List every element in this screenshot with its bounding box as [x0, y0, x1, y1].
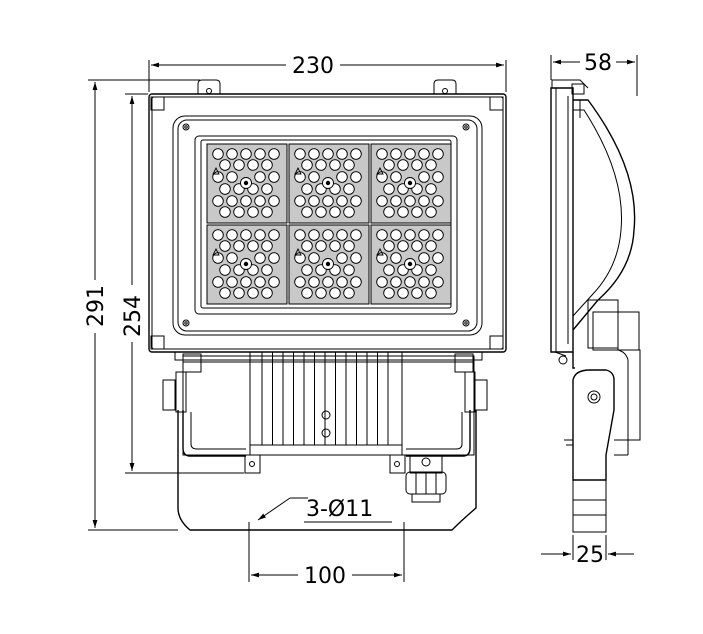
led-module — [206, 224, 288, 305]
led-module-grid — [206, 143, 452, 305]
dim-thickness-label: 25 — [576, 543, 604, 568]
front-view: 230 291 254 3-Ø11 100 — [84, 54, 507, 589]
side-view: 58 25 — [541, 51, 641, 568]
dim-body-height-label: 254 — [121, 295, 146, 337]
dim-spacing-label: 100 — [304, 564, 346, 589]
heat-sink-fins — [261, 352, 389, 445]
dim-width-label: 230 — [292, 54, 334, 79]
dim-holes-label: 3-Ø11 — [306, 497, 373, 522]
led-module — [370, 143, 452, 224]
dim-depth-label: 58 — [584, 51, 612, 76]
led-module — [370, 224, 452, 305]
led-module — [288, 143, 370, 224]
led-module — [288, 224, 370, 305]
led-module — [206, 143, 288, 224]
cable-gland — [405, 454, 447, 503]
dim-overall-height-label: 291 — [84, 285, 109, 327]
